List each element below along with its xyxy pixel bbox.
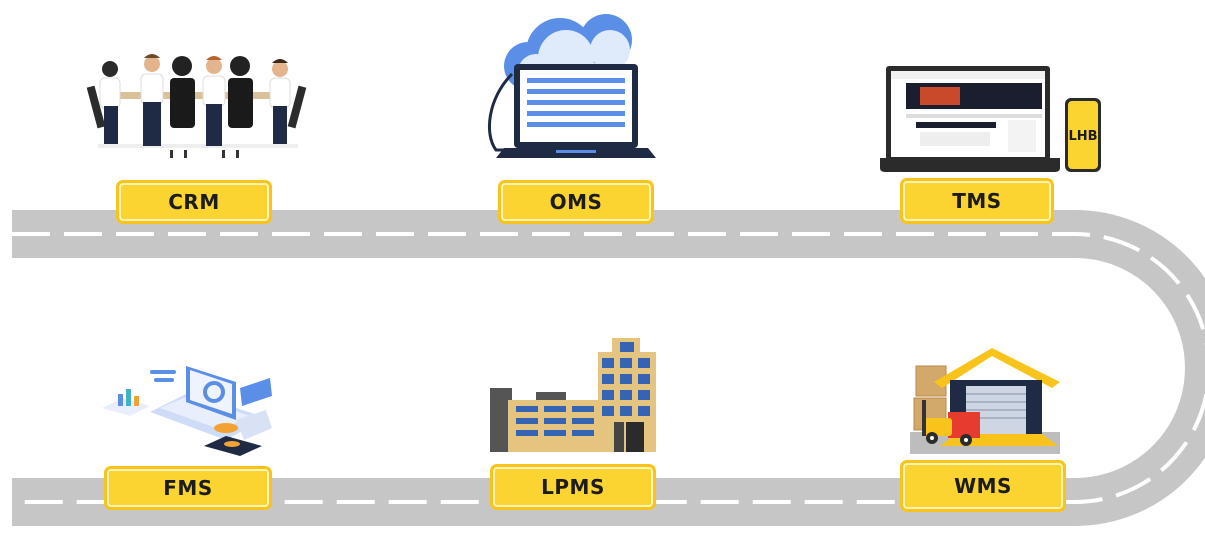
- laptop-phone-icon: [880, 66, 1101, 172]
- crm-label: CRM: [116, 180, 272, 224]
- isometric-finance-laptop-icon: [102, 366, 272, 456]
- lpms-label: LPMS: [490, 464, 656, 510]
- oms-label: OMS: [498, 180, 654, 224]
- cloud-laptop-icon: [488, 14, 656, 158]
- team-meeting-icon: [86, 54, 307, 158]
- factory-building-icon: [490, 338, 656, 452]
- phone-badge-label: LHB: [1068, 129, 1097, 144]
- wms-label: WMS: [900, 460, 1066, 512]
- fms-label: FMS: [104, 466, 272, 510]
- warehouse-forklift-icon: [910, 348, 1060, 454]
- road: [12, 210, 1205, 526]
- tms-label: TMS: [900, 178, 1054, 224]
